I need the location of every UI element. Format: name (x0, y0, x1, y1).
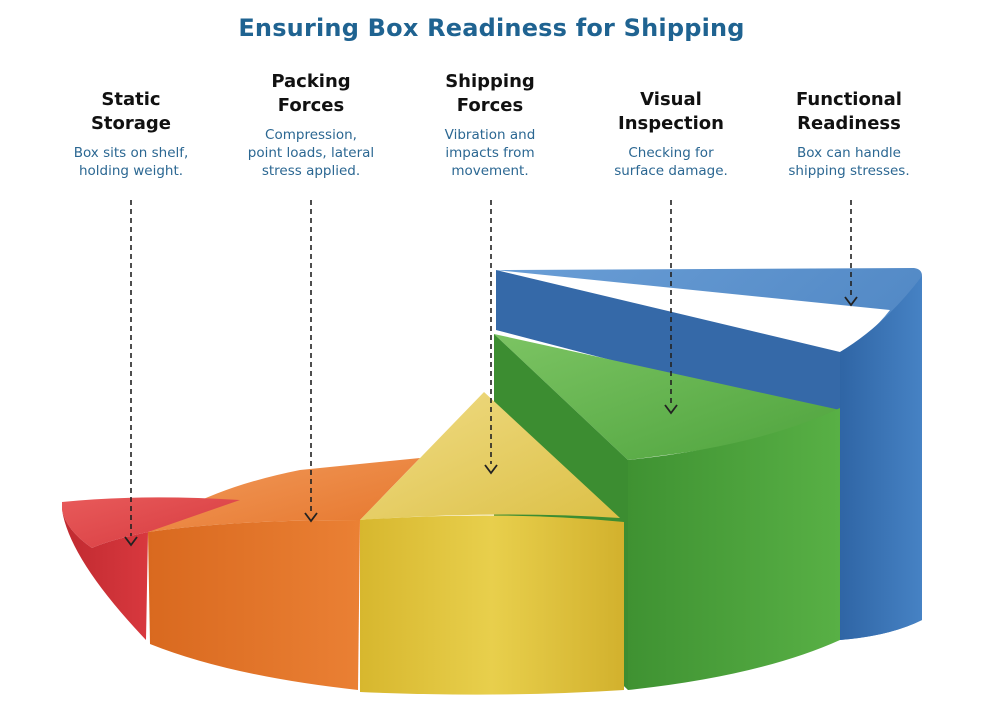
yellow-side-face (360, 515, 624, 695)
heading-line: Shipping (445, 71, 535, 92)
desc-line: Vibration and (444, 127, 536, 143)
red-top-face (62, 497, 240, 548)
heading-line: Storage (90, 113, 172, 134)
stage-description: Checking for surface damage. (586, 144, 756, 180)
desc-line: stress applied. (261, 163, 361, 179)
red-side-face (62, 510, 148, 640)
yellow-top-face (360, 392, 620, 520)
desc-line: surface damage. (614, 163, 728, 179)
stage-static-storage: Static Storage Box sits on shelf, holdin… (46, 88, 216, 180)
stage-description: Box can handle shipping stresses. (764, 144, 934, 180)
segment-packing-forces (148, 458, 420, 690)
stage-heading: Static Storage (46, 88, 216, 136)
stage-functional-readiness: Functional Readiness Box can handle ship… (764, 88, 934, 180)
blue-front-face (496, 270, 840, 420)
desc-line: point loads, lateral (247, 145, 375, 161)
stage-heading: Shipping Forces (405, 70, 575, 118)
stage-heading: Packing Forces (226, 70, 396, 118)
desc-line: impacts from (445, 145, 535, 161)
green-top-face (494, 334, 840, 460)
desc-line: Box can handle (797, 145, 901, 161)
stage-heading: Visual Inspection (586, 88, 756, 136)
stage-packing-forces: Packing Forces Compression, point loads,… (226, 70, 396, 180)
heading-line: Forces (456, 95, 524, 116)
arrowhead-icon (664, 404, 678, 415)
stage-heading: Functional Readiness (764, 88, 934, 136)
segment-functional-readiness (496, 268, 922, 640)
stage-description: Compression, point loads, lateral stress… (226, 126, 396, 180)
heading-line: Forces (277, 95, 345, 116)
orange-top-face (148, 458, 420, 532)
stage-description: Vibration and impacts from movement. (405, 126, 575, 180)
desc-line: holding weight. (78, 163, 184, 179)
green-side-face (628, 408, 840, 690)
segment-shipping-forces (360, 392, 624, 695)
desc-line: shipping stresses. (788, 163, 910, 179)
heading-line: Static (101, 89, 161, 110)
heading-line: Visual (640, 89, 702, 110)
desc-line: Compression, (265, 127, 357, 143)
segment-static-storage (62, 497, 240, 640)
stage-shipping-forces: Shipping Forces Vibration and impacts fr… (405, 70, 575, 180)
heading-line: Readiness (797, 113, 901, 134)
desc-line: Box sits on shelf, (73, 145, 189, 161)
orange-side-face (148, 520, 360, 690)
heading-line: Functional (796, 89, 902, 110)
arrowhead-icon (844, 296, 858, 307)
desc-line: movement. (451, 163, 529, 179)
heading-line: Inspection (618, 113, 724, 134)
diagram-title: Ensuring Box Readiness for Shipping (238, 14, 745, 42)
desc-line: Checking for (628, 145, 714, 161)
arrowhead-icon (124, 536, 138, 547)
arrowhead-icon (484, 464, 498, 475)
blue-side-face (840, 276, 922, 640)
stage-visual-inspection: Visual Inspection Checking for surface d… (586, 88, 756, 180)
stage-description: Box sits on shelf, holding weight. (46, 144, 216, 180)
heading-line: Packing (271, 71, 351, 92)
arrowhead-icon (304, 512, 318, 523)
